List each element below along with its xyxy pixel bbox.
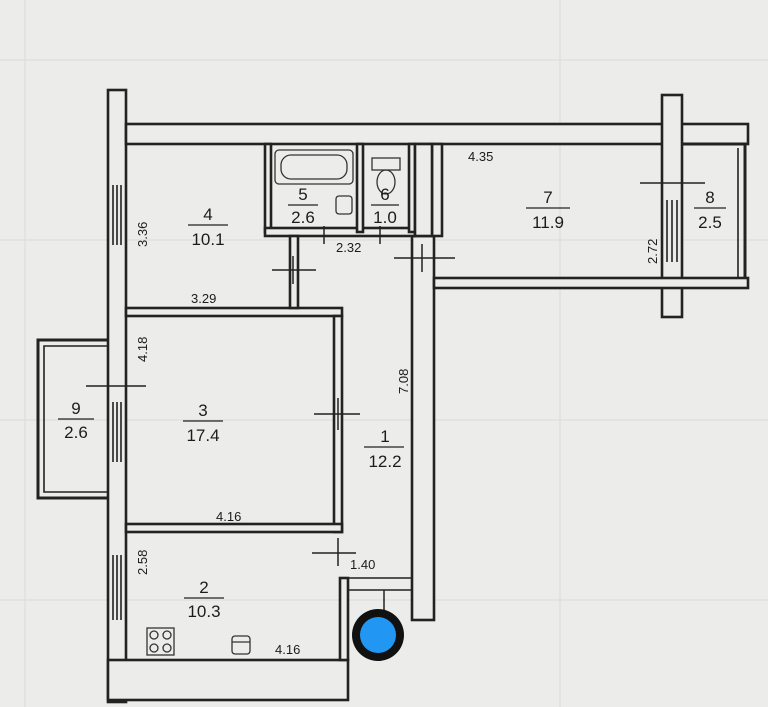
room-label-4: 4 10.1 [188,205,228,249]
room-area-1: 12.2 [368,452,401,471]
interior-walls [124,142,750,662]
room-number-9: 9 [71,399,80,418]
balcony-9 [36,338,108,500]
room-label-9: 9 2.6 [58,399,94,442]
room-label-6: 6 1.0 [371,185,399,227]
room-label-3: 3 17.4 [183,401,223,445]
room-label-7: 7 11.9 [526,188,570,232]
room-label-1: 1 12.2 [364,427,404,471]
room-area-2: 10.3 [187,602,220,621]
left-windows [112,185,678,620]
room-area-3: 17.4 [186,426,219,445]
dimension-label: 7.08 [396,369,411,394]
room-area-4: 10.1 [191,230,224,249]
room-area-8: 2.5 [698,213,722,232]
room-number-7: 7 [543,188,552,207]
room-number-4: 4 [203,205,212,224]
dimension-label: 2.58 [135,550,150,575]
kitchen-sink-icon [231,635,251,655]
sink-icon [335,195,353,215]
bathtub-icon [274,149,354,185]
marker-dot-icon[interactable] [360,617,396,653]
room-number-1: 1 [380,427,389,446]
dimension-label: 3.29 [191,291,216,306]
dimension-label: 4.16 [275,642,300,657]
entrance-marker[interactable] [352,609,404,661]
room-number-2: 2 [199,578,208,597]
room-number-5: 5 [298,185,307,204]
dimension-label: 2.72 [645,239,660,264]
room-number-3: 3 [198,401,207,420]
dimension-label: 4.35 [468,149,493,164]
dimension-label: 2.32 [336,240,361,255]
room-area-9: 2.6 [64,423,88,442]
room-label-8: 8 2.5 [694,188,726,232]
dimension-label: 4.18 [135,337,150,362]
room-area-6: 1.0 [373,208,397,227]
dimension-label: 1.40 [350,557,375,572]
dimension-label: 4.16 [216,509,241,524]
room-number-8: 8 [705,188,714,207]
room-label-5: 5 2.6 [288,185,318,227]
room-number-6: 6 [380,185,389,204]
room-area-7: 11.9 [532,213,564,232]
room-label-2: 2 10.3 [184,578,224,621]
toilet-icon [371,157,401,195]
dimension-label: 3.36 [135,222,150,247]
room-area-5: 2.6 [291,208,315,227]
door-markers [86,182,705,626]
stove-icon [146,627,175,656]
